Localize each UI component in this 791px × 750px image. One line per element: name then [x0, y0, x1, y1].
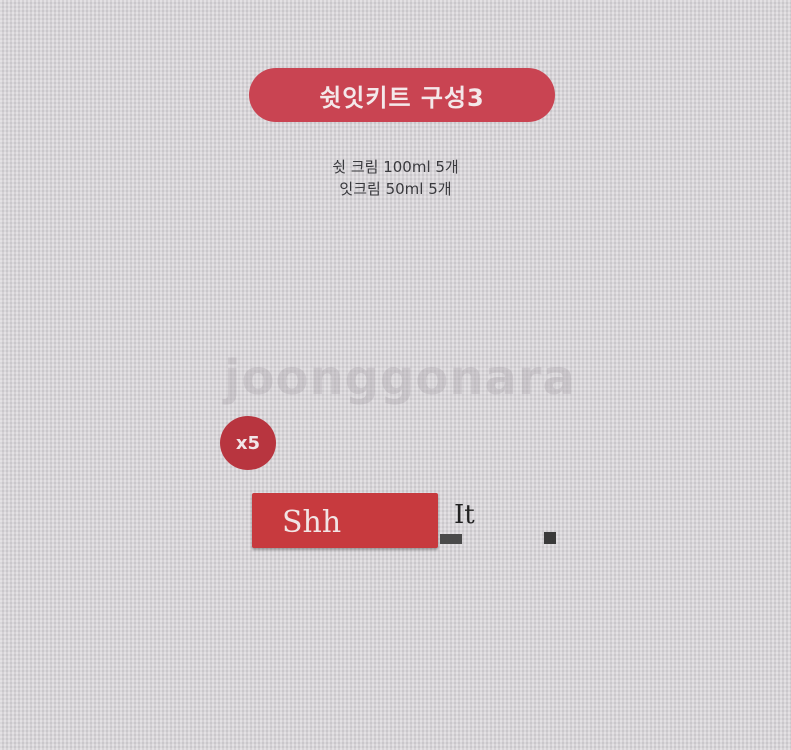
product-it-cream: It: [440, 492, 560, 550]
kit-title: 쉿잇키트 구성3: [319, 83, 485, 112]
watermark: joonggonara: [224, 350, 576, 406]
product-cap: [544, 532, 556, 544]
product-label: Shh: [282, 505, 342, 540]
kit-title-pill: 쉿잇키트 구성3: [249, 68, 555, 122]
product-shh-cream: Shh: [252, 493, 438, 548]
quantity-badge: x5: [220, 416, 276, 470]
product-cap: [440, 534, 462, 544]
kit-contents: 쉿 크림 100ml 5개 잇크림 50ml 5개: [0, 156, 791, 200]
kit-item: 쉿 크림 100ml 5개: [332, 158, 459, 176]
product-label: It: [454, 500, 475, 530]
kit-item: 잇크림 50ml 5개: [339, 180, 452, 198]
